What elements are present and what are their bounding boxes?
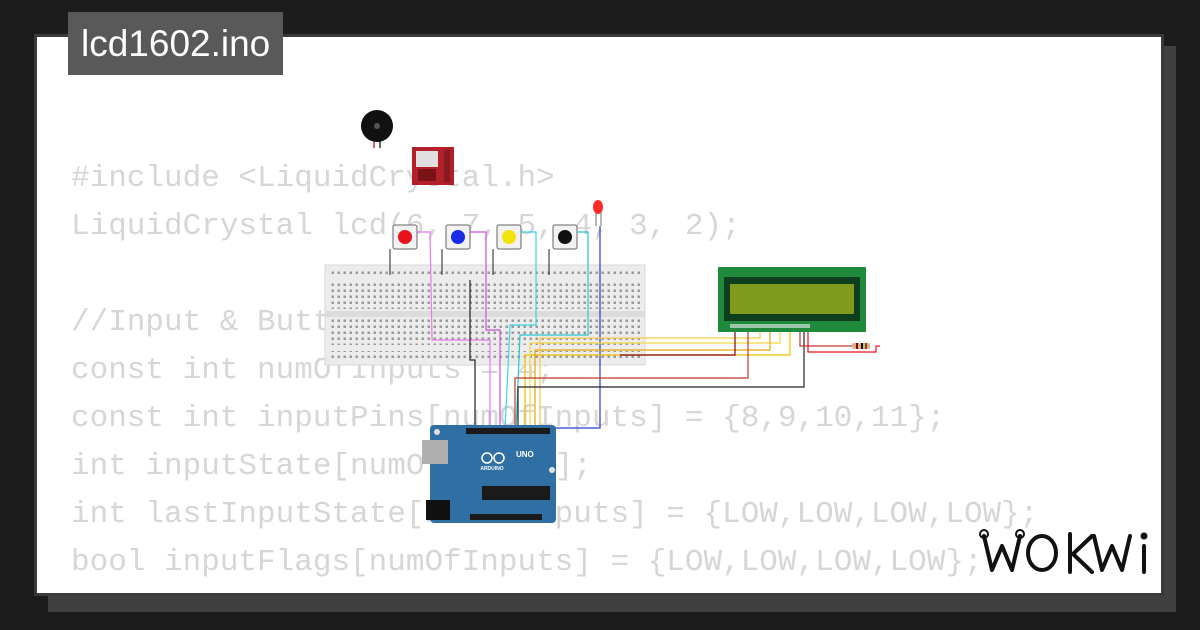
code-line: int lastInputState[numOfInputs] = {LOW,L…: [71, 497, 1039, 532]
resistor[interactable]: [852, 343, 870, 349]
code-line: LiquidCrystal lcd(6, 7, 5, 4, 3, 2);: [71, 209, 741, 244]
sd-card-module[interactable]: [412, 147, 454, 185]
arduino-model-label: UNO: [516, 450, 534, 459]
arduino-uno-board[interactable]: ARDUINO UNO: [422, 425, 556, 523]
code-background: #include <LiquidCrystal.h> LiquidCrystal …: [71, 155, 1039, 593]
code-line: bool inputFlags[numOfInputs] = {LOW,LOW,…: [71, 545, 983, 580]
arduino-brand-label: ARDUINO: [480, 466, 503, 472]
code-line: const int inputPins[numOfInputs] = {8,9,…: [71, 401, 946, 436]
wokwi-logo: [979, 529, 1148, 574]
buzzer-component[interactable]: [361, 110, 393, 148]
pushbutton-yellow[interactable]: [492, 224, 522, 275]
led-red[interactable]: [593, 200, 603, 226]
wires: [417, 226, 880, 431]
pushbutton-red[interactable]: [389, 224, 418, 275]
pushbutton-black[interactable]: [548, 224, 578, 275]
code-line: #include <LiquidCrystal.h>: [71, 161, 555, 196]
sketch-title: lcd1602.ino: [68, 12, 284, 75]
breadboard[interactable]: [324, 264, 646, 366]
lcd-1602-display[interactable]: [718, 267, 866, 332]
pushbutton-blue[interactable]: [441, 224, 471, 275]
